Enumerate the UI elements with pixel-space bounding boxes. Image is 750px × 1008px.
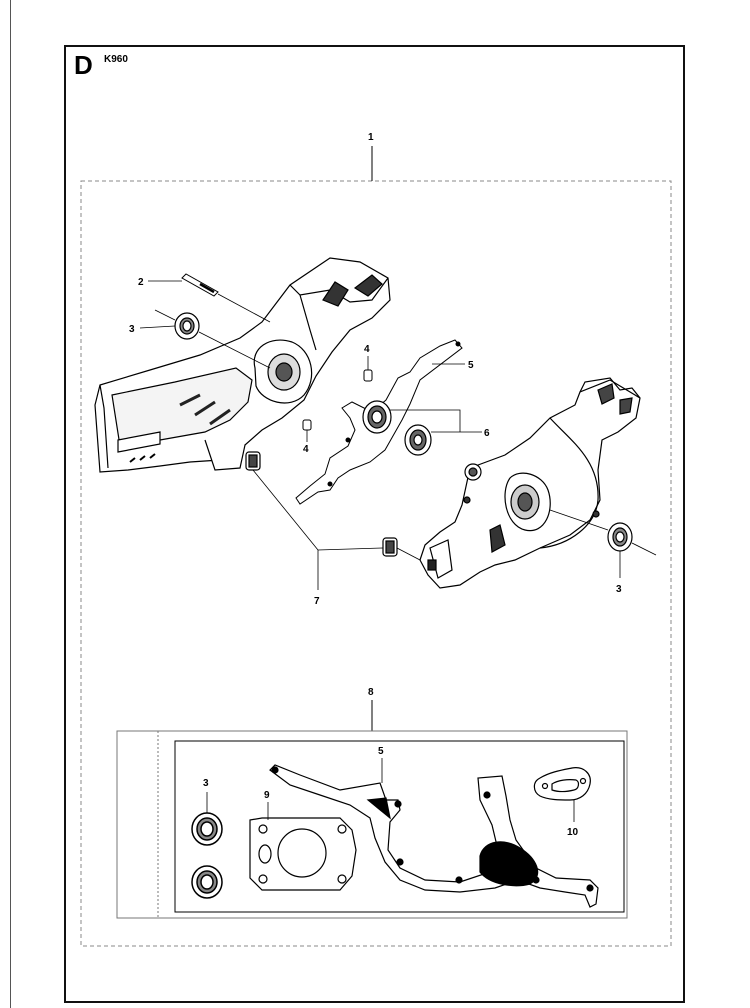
assembly-dashed-box bbox=[80, 180, 672, 947]
callout-7-leader bbox=[252, 469, 384, 590]
callout-6: 6 bbox=[484, 428, 490, 439]
callout-1: 1 bbox=[368, 132, 374, 143]
plug-left bbox=[245, 451, 261, 471]
page-margin-line bbox=[10, 0, 11, 1008]
kit-crankcase-gasket bbox=[269, 764, 599, 908]
crankcase-left-half bbox=[94, 257, 391, 473]
oil-seal-left bbox=[174, 312, 200, 340]
crankcase-right-half bbox=[419, 377, 641, 589]
seal-right-axis-line-2 bbox=[549, 509, 609, 531]
seal-right-axis-line bbox=[631, 542, 657, 556]
seal-left-axis-line-2 bbox=[198, 331, 271, 369]
callout-3a: 3 bbox=[129, 324, 135, 335]
oil-seal-right bbox=[607, 522, 633, 552]
kit-oil-seal-lower bbox=[191, 865, 223, 899]
bolt-axis-line bbox=[217, 293, 271, 323]
diagram-frame bbox=[64, 45, 685, 1003]
dowel-pin-upper bbox=[363, 369, 373, 382]
callout-7: 7 bbox=[314, 596, 320, 607]
callout-6-leader bbox=[390, 409, 482, 433]
dowel-pin-lower bbox=[302, 419, 312, 431]
callout-8: 8 bbox=[368, 687, 374, 698]
seal-left-axis-line bbox=[154, 309, 176, 321]
callout-3a-leader bbox=[139, 325, 176, 329]
callout-3c: 3 bbox=[203, 778, 209, 789]
section-letter: D bbox=[74, 50, 93, 80]
callout-5a: 5 bbox=[468, 360, 474, 371]
callout-2: 2 bbox=[138, 277, 144, 288]
plug-right-axis-line bbox=[396, 547, 421, 561]
callout-4a: 4 bbox=[364, 344, 370, 355]
muffler-gasket bbox=[533, 767, 591, 801]
plug-right bbox=[382, 537, 398, 557]
kit-oil-seal-upper bbox=[191, 812, 223, 846]
cylinder-base-gasket bbox=[249, 817, 357, 891]
bolt-part bbox=[181, 273, 219, 297]
callout-10: 10 bbox=[567, 827, 579, 838]
callout-3b: 3 bbox=[616, 584, 622, 595]
model-label: K960 bbox=[104, 54, 128, 65]
bearing-right bbox=[404, 424, 432, 456]
callout-5b: 5 bbox=[378, 746, 384, 757]
callout-9: 9 bbox=[264, 790, 270, 801]
callout-4b: 4 bbox=[303, 444, 309, 455]
bearing-left bbox=[362, 400, 392, 434]
